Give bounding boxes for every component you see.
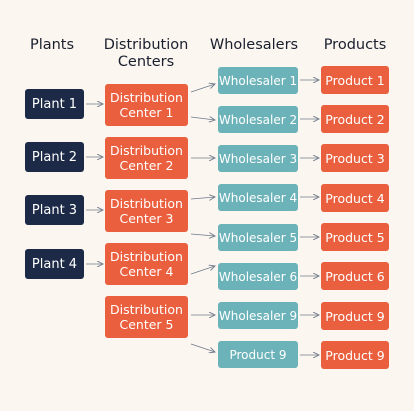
wholesaler-node: Product 9 (218, 341, 298, 368)
distribution-center-node: Distribution Center 5 (105, 296, 188, 338)
product-node: Product 3 (321, 144, 389, 172)
header-wholesalers: Wholesalers (209, 37, 299, 53)
product-node: Product 9 (321, 341, 389, 369)
product-node: Product 6 (321, 262, 389, 290)
wholesaler-node: Wholesaler 4 (218, 184, 298, 211)
wholesaler-node: Wholesaler 3 (218, 145, 298, 172)
wholesaler-node: Wholesaler 1 (218, 67, 298, 94)
arrow (190, 343, 215, 352)
arrow (190, 266, 215, 275)
distribution-center-node: Distribution Center 2 (105, 137, 188, 179)
distribution-center-node: Distribution Center 3 (105, 190, 188, 232)
product-node: Product 1 (321, 66, 389, 94)
arrow (190, 197, 215, 199)
product-node: Product 5 (321, 223, 389, 251)
product-node: Product 2 (321, 105, 389, 133)
product-node: Product 4 (321, 184, 389, 212)
arrow (190, 117, 215, 120)
plant-node: Plant 4 (25, 249, 84, 279)
wholesaler-node: Wholesaler 5 (218, 224, 298, 251)
header-products: Products (323, 37, 387, 53)
header-distribution-centers: Distribution Centers (103, 37, 189, 70)
arrow (190, 84, 215, 93)
distribution-center-node: Distribution Center 4 (105, 243, 188, 285)
plant-node: Plant 3 (25, 195, 84, 225)
plant-node: Plant 1 (25, 89, 84, 119)
wholesaler-node: Wholesaler 2 (218, 106, 298, 133)
distribution-center-node: Distribution Center 1 (105, 84, 188, 126)
arrow (190, 234, 215, 236)
header-plants: Plants (29, 37, 75, 53)
wholesaler-node: Wholesaler 9 (218, 302, 298, 329)
plant-node: Plant 2 (25, 142, 84, 172)
wholesaler-node: Wholesaler 6 (218, 263, 298, 290)
product-node: Product 9 (321, 302, 389, 330)
